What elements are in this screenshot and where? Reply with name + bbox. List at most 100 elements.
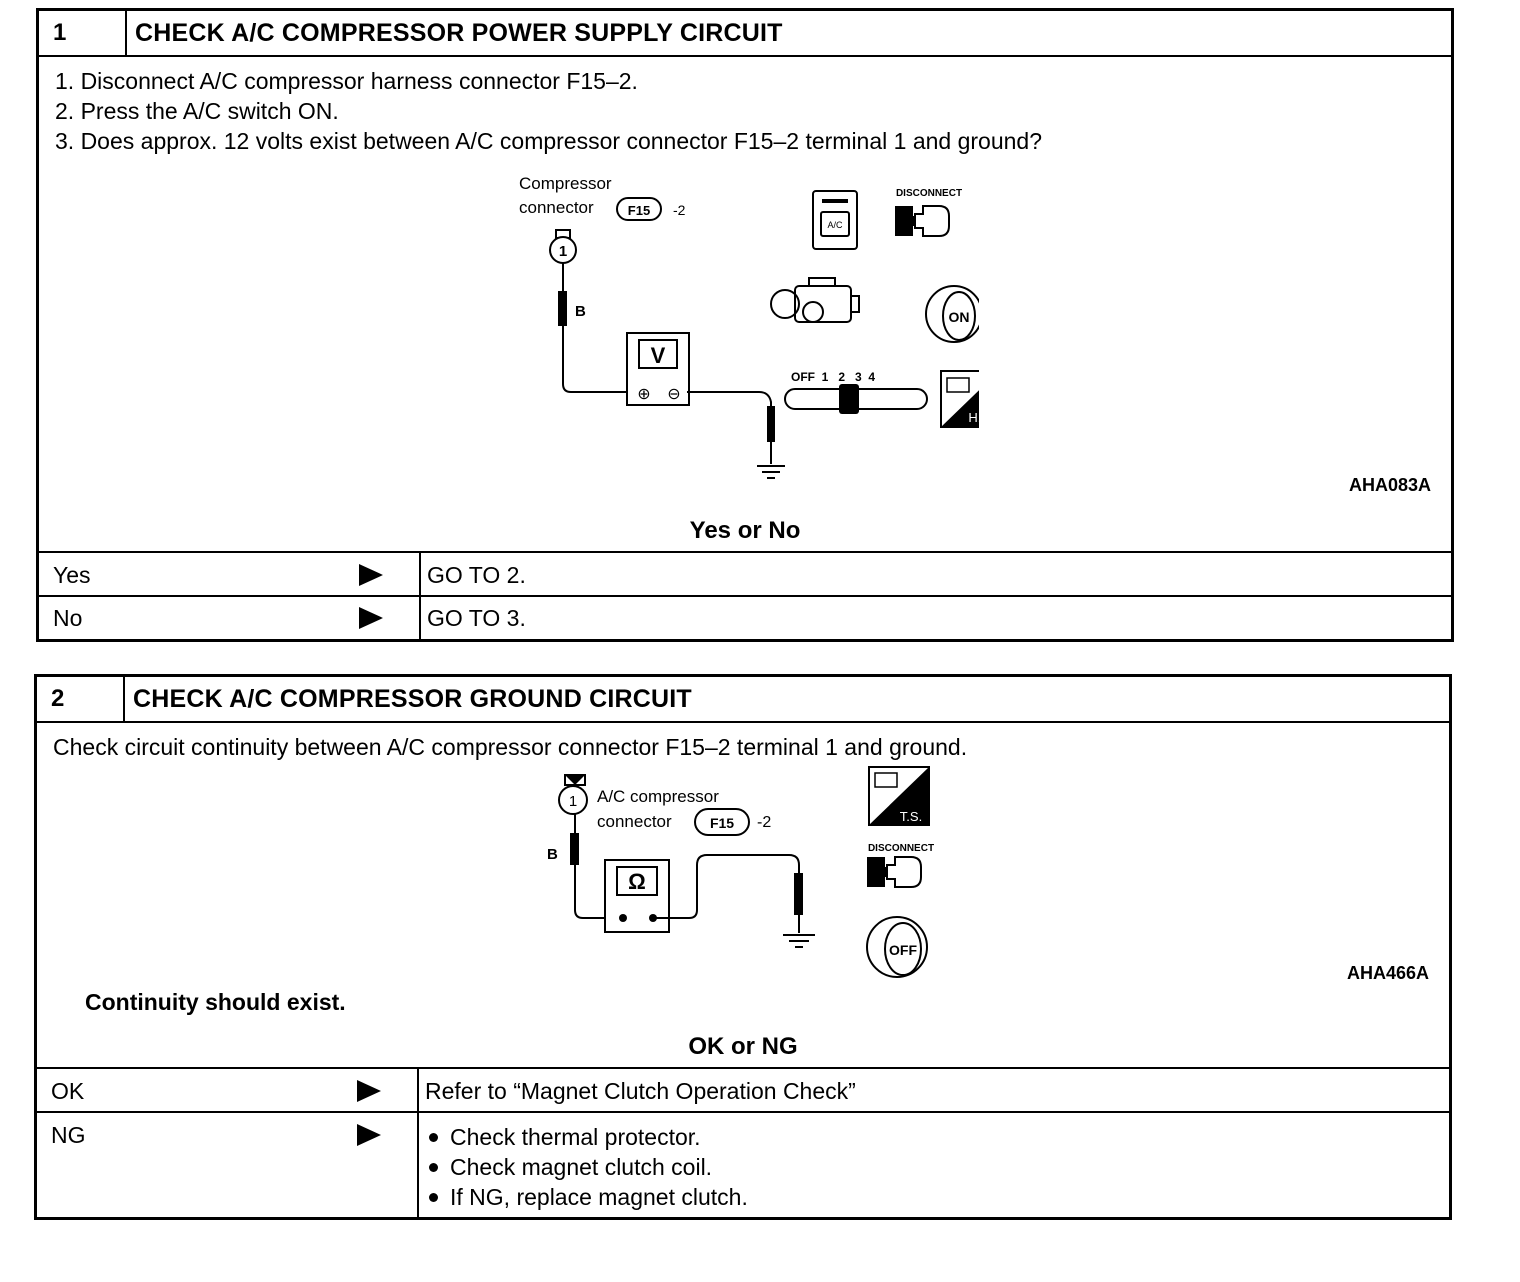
connector-label-2: connector bbox=[519, 198, 594, 217]
fan-switch-knob bbox=[839, 384, 859, 414]
meter-symbol: V bbox=[651, 343, 666, 368]
voltmeter-display bbox=[638, 339, 678, 369]
result-action: GO TO 2. bbox=[427, 562, 526, 588]
instruction-2: 2. Press the A/C switch ON. bbox=[55, 98, 339, 124]
ac-switch-label: A/C bbox=[827, 220, 843, 230]
bullet-item: Check magnet clutch coil. bbox=[429, 1152, 748, 1182]
instruction-1: 1. Disconnect A/C compressor harness con… bbox=[55, 68, 638, 94]
ts-icon: T.S. bbox=[868, 766, 930, 826]
instruction-3: 3. Does approx. 12 volts exist between A… bbox=[55, 128, 1042, 154]
hs-label: H.S. bbox=[968, 410, 979, 425]
bullet-item: If NG, replace magnet clutch. bbox=[429, 1182, 748, 1212]
result-row-no: No GO TO 3. bbox=[39, 595, 1451, 641]
continuity-note: Continuity should exist. bbox=[85, 989, 346, 1015]
connector-suffix: -2 bbox=[757, 814, 771, 831]
hot-start-icon: H.S. bbox=[940, 370, 979, 428]
negative-lead bbox=[687, 391, 772, 406]
positive-lead bbox=[562, 326, 629, 393]
continuity-check-diagram: 1 A/C compressor connector F15 -2 B Ω bbox=[547, 774, 815, 948]
bullet-text: If NG, replace magnet clutch. bbox=[450, 1183, 748, 1210]
decision-question: Yes or No bbox=[689, 517, 801, 544]
bullet-text: Check magnet clutch coil. bbox=[450, 1153, 713, 1180]
connector-code: F15 bbox=[710, 815, 734, 831]
disconnect-icon bbox=[867, 856, 922, 888]
ignition-off-icon: OFF bbox=[866, 916, 928, 978]
step-title: CHECK A/C COMPRESSOR POWER SUPPLY CIRCUI… bbox=[135, 19, 783, 47]
step-1-header: 1 CHECK A/C COMPRESSOR POWER SUPPLY CIRC… bbox=[39, 11, 1451, 57]
arrow-icon bbox=[357, 1124, 381, 1146]
plus-terminal: ⊕ bbox=[637, 386, 650, 403]
wire-color: B bbox=[575, 303, 586, 320]
figure-id: AHA083A bbox=[1349, 475, 1432, 495]
disconnect-label: DISCONNECT bbox=[896, 188, 962, 199]
result-action: Refer to “Magnet Clutch Operation Check” bbox=[425, 1078, 856, 1104]
step-number: 2 bbox=[37, 677, 125, 721]
terminal-number: 1 bbox=[559, 243, 567, 260]
ac-switch-led bbox=[822, 199, 848, 203]
ohmmeter bbox=[604, 859, 670, 933]
result-row-ng: NG Check thermal protector. Check magnet… bbox=[37, 1111, 1449, 1219]
probe-tip bbox=[558, 291, 567, 326]
result-action: GO TO 3. bbox=[427, 605, 526, 631]
result-bullets: Check thermal protector. Check magnet cl… bbox=[429, 1122, 748, 1212]
result-label: Yes bbox=[53, 562, 91, 588]
ground-probe bbox=[794, 873, 803, 915]
engine-icon bbox=[770, 277, 860, 323]
figure-id: AHA466A bbox=[1347, 963, 1430, 983]
bullet-dot bbox=[429, 1132, 438, 1142]
ohmmeter-display bbox=[616, 866, 658, 896]
connector-label-2: connector bbox=[597, 812, 672, 831]
fan-speed-labels: OFF 1 2 3 4 bbox=[791, 370, 875, 384]
arrow-icon bbox=[357, 1080, 381, 1102]
disconnect-label: DISCONNECT bbox=[868, 843, 934, 854]
bullet-item: Check thermal protector. bbox=[429, 1122, 748, 1152]
ts-label: T.S. bbox=[900, 809, 922, 824]
column-divider bbox=[417, 1069, 419, 1113]
connector-label-1: A/C compressor bbox=[597, 787, 719, 806]
step-title: CHECK A/C COMPRESSOR GROUND CIRCUIT bbox=[133, 685, 692, 713]
bullet-text: Check thermal protector. bbox=[450, 1123, 701, 1150]
wire-color: B bbox=[547, 846, 558, 863]
minus-terminal: ⊖ bbox=[667, 386, 680, 403]
column-divider bbox=[419, 553, 421, 597]
connector-suffix: -2 bbox=[673, 202, 686, 218]
ac-switch-button bbox=[820, 211, 850, 237]
result-label: OK bbox=[51, 1078, 85, 1104]
arrow-icon bbox=[359, 607, 383, 629]
arrow-icon bbox=[359, 564, 383, 586]
result-row-ok: OK Refer to “Magnet Clutch Operation Che… bbox=[37, 1067, 1449, 1113]
instruction: Check circuit continuity between A/C com… bbox=[53, 734, 968, 760]
test-lead-1 bbox=[574, 865, 623, 919]
test-lead-2 bbox=[653, 854, 800, 919]
step-2-header: 2 CHECK A/C COMPRESSOR GROUND CIRCUIT bbox=[37, 677, 1449, 723]
ignition-off-label: OFF bbox=[889, 942, 917, 958]
connector-tab bbox=[565, 775, 585, 785]
column-divider bbox=[419, 597, 421, 641]
connector-code: F15 bbox=[628, 203, 650, 218]
result-row-yes: Yes GO TO 2. bbox=[39, 551, 1451, 597]
column-divider bbox=[417, 1113, 419, 1219]
voltage-check-diagram: Compressor connector F15 -2 1 B V ⊕ ⊖ A/… bbox=[519, 174, 979, 479]
bullet-dot bbox=[429, 1192, 438, 1202]
result-label: NG bbox=[51, 1122, 86, 1148]
step-number: 1 bbox=[39, 11, 127, 55]
ground-probe bbox=[767, 406, 775, 442]
connector-body bbox=[564, 774, 586, 786]
connector-code-badge bbox=[616, 197, 662, 221]
decision-question: OK or NG bbox=[688, 1033, 798, 1060]
ignition-on-icon: ON bbox=[925, 285, 979, 343]
step-1-box: 1 CHECK A/C COMPRESSOR POWER SUPPLY CIRC… bbox=[36, 8, 1454, 642]
ignition-on-label: ON bbox=[949, 309, 970, 325]
connector-label-1: Compressor bbox=[519, 174, 612, 193]
terminal-circle bbox=[558, 785, 588, 815]
condition-icons: T.S. DISCONNECT OFF bbox=[866, 766, 934, 978]
bullet-dot bbox=[429, 1162, 438, 1172]
disconnect-icon bbox=[895, 205, 950, 237]
step-2-box: 2 CHECK A/C COMPRESSOR GROUND CIRCUIT Ch… bbox=[34, 674, 1452, 1220]
probe-tip bbox=[570, 833, 579, 865]
connector-code-badge bbox=[694, 808, 750, 836]
meter-symbol: Ω bbox=[628, 869, 646, 894]
terminal-number: 1 bbox=[569, 793, 577, 810]
meter-terminal-1 bbox=[619, 914, 627, 922]
result-label: No bbox=[53, 605, 83, 631]
